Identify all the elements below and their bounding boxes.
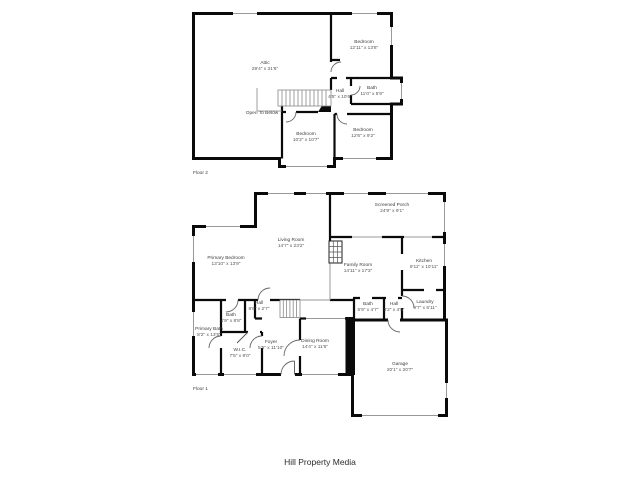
floor2-label: Floor 2 [193, 170, 208, 176]
room-label-bedroom-lower-center: Bedroom 10'2" x 10'7" [292, 131, 320, 143]
floor1-walls [192, 192, 448, 417]
front-door-opening [281, 372, 295, 377]
room-label-foyer: Foyer 5'5" x 11'10" [258, 339, 284, 351]
room-label-bedroom-upper-right: Bedroom 12'11" x 13'8" [349, 39, 379, 51]
room-label-garage: Garage 20'1" x 20'7" [386, 361, 414, 373]
room-label-family-room: Family Room 14'11" x 17'3" [343, 262, 373, 274]
room-label-hall-floor2: Hall 4'5" x 10'6" [328, 88, 352, 100]
floor1-openings [300, 236, 432, 319]
room-label-primary-bedroom: Primary Bedroom 13'10" x 13'9" [207, 255, 245, 267]
room-label-kitchen: Kitchen 9'11" x 10'11" [409, 258, 439, 270]
floor1-stairs [279, 299, 301, 318]
room-label-bath-floor2: Bath 11'0" x 5'9" [360, 85, 384, 97]
room-label-dining-room: Dining Room 14'4" x 11'6" [301, 338, 329, 350]
room-label-bath-left: Bath 4'9" x 8'8" [220, 312, 242, 324]
room-label-hall-main: Hall 8'6" x 2'7" [248, 300, 270, 312]
floor1-windows [191, 191, 449, 418]
credit-text: Hill Property Media [284, 457, 356, 467]
floor1-doors [208, 287, 415, 375]
room-label-primary-bath: Primary Bath 8'2" x 13'5" [195, 326, 223, 338]
room-label-attic: Attic 29'4" x 31'6" [251, 60, 279, 72]
floor1-label: Floor 1 [193, 386, 208, 392]
floor2-stairs [256, 88, 332, 112]
room-label-hall-right: Hall 3'2" x 4'5" [383, 301, 405, 313]
floor2-doors [285, 61, 361, 125]
stairwell-rail [256, 88, 282, 112]
room-label-open-to-below: Open To Below [245, 110, 279, 116]
floor2-windows [233, 11, 404, 169]
room-label-living-room: Living Room 14'7" x 23'2" [277, 237, 305, 249]
floor2-walls [192, 12, 403, 168]
room-label-bedroom-lower-right: Bedroom 12'6" x 9'2" [351, 127, 375, 139]
room-label-laundry: Laundry 9'7" x 5'11" [413, 299, 437, 311]
fireplace [328, 240, 343, 264]
wall-band [345, 317, 355, 375]
room-label-wic: W.I.C. 7'5" x 9'0" [229, 347, 251, 359]
front-door-swing [280, 360, 295, 375]
room-label-screened-porch: Screened Porch 24'9" x 9'1" [374, 202, 410, 214]
room-label-bath-right: Bath 5'9" x 4'7" [357, 301, 379, 313]
